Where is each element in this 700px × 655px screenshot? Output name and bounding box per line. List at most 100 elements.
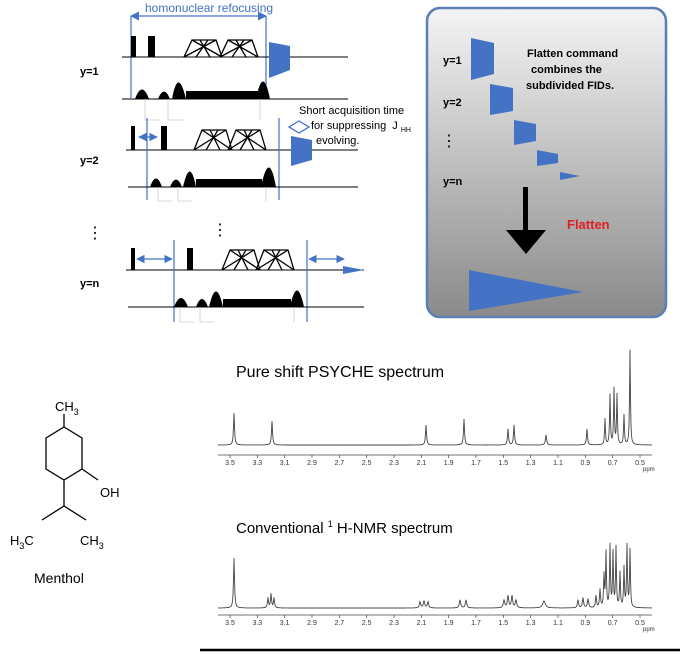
axis-tick-label: 3.3 bbox=[252, 620, 262, 627]
axis-tick-label: 1.7 bbox=[471, 620, 481, 627]
row-label-yn: y=n bbox=[80, 278, 100, 290]
axis-tick-label: 2.1 bbox=[416, 460, 426, 467]
fid-chunk-n bbox=[560, 172, 580, 180]
combined-fid bbox=[469, 270, 583, 311]
axis-tick-label: 1.3 bbox=[526, 620, 536, 627]
refocus-label: homonuclear refocusing bbox=[145, 1, 273, 15]
axis-tick-label: 2.3 bbox=[389, 460, 399, 467]
axis-tick-label: 1.9 bbox=[444, 620, 454, 627]
axis-tick-label: 0.5 bbox=[635, 460, 645, 467]
pulse-sequence-diagram: homonuclear refocusing y=1 y=2 bbox=[80, 1, 411, 323]
axis-tick-label: 1.5 bbox=[498, 460, 508, 467]
axis-tick-label: 3.1 bbox=[280, 620, 290, 627]
rows-ellipsis: ⋮ bbox=[87, 225, 103, 242]
sequence-row-2: y=2 bbox=[80, 118, 358, 202]
flatten-note-line1: Flatten command bbox=[527, 48, 618, 60]
flatten-arrow-head bbox=[506, 230, 546, 254]
axis-tick-label: 2.5 bbox=[362, 620, 372, 627]
methyl-top: CH3 bbox=[55, 399, 79, 417]
psyche-spectrum: 3.5 3.3 3.1 2.9 2.7 2.5 2.3 2.1 1.9 1.7 1.5 1.3 1.1 0… bbox=[217, 349, 655, 473]
axis-tick-label: 3.5 bbox=[225, 460, 235, 467]
panel-row-y2: y=2 bbox=[443, 97, 462, 109]
conventional-trace bbox=[218, 542, 652, 609]
axis-tick-label: 3.5 bbox=[225, 620, 235, 627]
methyl-left-h: H bbox=[10, 533, 19, 548]
conventional-title-pre: Conventional bbox=[236, 520, 328, 537]
axis-tick-label: 0.7 bbox=[608, 620, 618, 627]
hard-pulse-180 bbox=[148, 36, 155, 57]
axis-tick-label: 3.3 bbox=[252, 460, 262, 467]
conventional-spectrum-title: Conventional 1 H-NMR spectrum bbox=[236, 514, 453, 537]
fid-chunk-4 bbox=[537, 150, 558, 166]
chirp-pulse-pair bbox=[183, 39, 259, 58]
axis-tick-label: 0.5 bbox=[635, 620, 645, 627]
methyl-left-c: C bbox=[24, 533, 33, 548]
panel-ellipsis: ⋮ bbox=[441, 133, 457, 150]
psyche-axis-unit: ppm bbox=[643, 467, 655, 473]
methyl-right-sub: 3 bbox=[99, 541, 104, 551]
cyclohexane-ring bbox=[45, 426, 83, 481]
acq-note-line1: Short acquisition time bbox=[299, 105, 404, 117]
molecule-name: Menthol bbox=[34, 570, 84, 586]
hydroxyl-label: OH bbox=[100, 485, 120, 500]
axis-tick-label: 1.3 bbox=[526, 460, 536, 467]
axis-tick-label: 2.7 bbox=[334, 620, 344, 627]
axis-tick-label: 2.9 bbox=[307, 620, 317, 627]
psyche-spectrum-title: Pure shift PSYCHE spectrum bbox=[236, 364, 444, 381]
axis-tick-label: 3.1 bbox=[280, 460, 290, 467]
acq-note-line2: for suppressing J HH bbox=[311, 120, 411, 134]
fid-chunk-3 bbox=[514, 120, 536, 145]
fid-acquisition-chunk bbox=[269, 42, 290, 78]
methyl-left: H3C bbox=[10, 533, 34, 551]
sequence-row-1: y=1 bbox=[80, 36, 348, 121]
axis-tick-label: 2.3 bbox=[389, 620, 399, 627]
axis-tick-label: 2.9 bbox=[307, 460, 317, 467]
methyl-right-text: CH bbox=[80, 533, 99, 548]
acq-note-j: J bbox=[392, 120, 398, 132]
fid-chunk-1 bbox=[471, 38, 494, 80]
conventional-title-sup: 1 bbox=[328, 519, 333, 529]
panel-row-y1: y=1 bbox=[443, 55, 462, 67]
axis-tick-label: 2.1 bbox=[416, 620, 426, 627]
short-acquisition-marker bbox=[287, 120, 311, 134]
psyche-axis-ticks: 3.5 3.3 3.1 2.9 2.7 2.5 2.3 2.1 1.9 1.7 1.5 1.3 1.1 0… bbox=[225, 455, 645, 467]
pulse-ellipsis: ⋮ bbox=[212, 222, 228, 239]
spectra-area: Pure shift PSYCHE spectrum 3.5 3.3 3.1 2.9 2… bbox=[217, 349, 655, 633]
axis-tick-label: 2.7 bbox=[334, 460, 344, 467]
methyl-top-text: CH bbox=[55, 399, 74, 414]
axis-tick-label: 0.7 bbox=[608, 460, 618, 467]
fid-chunk-2 bbox=[490, 84, 513, 115]
methyl-left-sub: 3 bbox=[19, 541, 24, 551]
hard-pulse-90 bbox=[131, 36, 136, 57]
flatten-arrow-shaft bbox=[523, 187, 528, 230]
axis-tick-label: 1.7 bbox=[471, 460, 481, 467]
gradient-block bbox=[186, 91, 258, 99]
flatten-panel: y=1 y=2 ⋮ y=n Flatten command combines t… bbox=[425, 6, 668, 319]
flatten-note-line2: combines the bbox=[531, 64, 602, 76]
axis-tick-label: 0.9 bbox=[580, 620, 590, 627]
conventional-axis-unit: ppm bbox=[643, 627, 655, 633]
axis-tick-label: 0.9 bbox=[580, 460, 590, 467]
methyl-top-sub: 3 bbox=[74, 407, 79, 417]
flatten-note-line3: subdivided FIDs. bbox=[526, 80, 614, 92]
conventional-title-post: H-NMR spectrum bbox=[337, 520, 453, 537]
axis-tick-label: 1.1 bbox=[553, 620, 563, 627]
axis-tick-label: 1.1 bbox=[553, 460, 563, 467]
sequence-row-n: y=n bbox=[80, 240, 364, 323]
panel-row-yn: y=n bbox=[443, 176, 463, 188]
row-label-y1: y=1 bbox=[80, 66, 99, 78]
psyche-trace bbox=[217, 349, 652, 446]
acq-note-line3: evolving. bbox=[316, 135, 359, 147]
axis-tick-label: 1.9 bbox=[444, 460, 454, 467]
row-label-y2: y=2 bbox=[80, 155, 99, 167]
methyl-right: CH3 bbox=[80, 533, 104, 551]
acq-note-subscript: HH bbox=[401, 127, 411, 134]
axis-tick-label: 2.5 bbox=[362, 460, 372, 467]
menthol-structure bbox=[41, 414, 99, 521]
flatten-action-label: Flatten bbox=[567, 217, 610, 232]
acq-note-text: for suppressing bbox=[311, 120, 386, 132]
